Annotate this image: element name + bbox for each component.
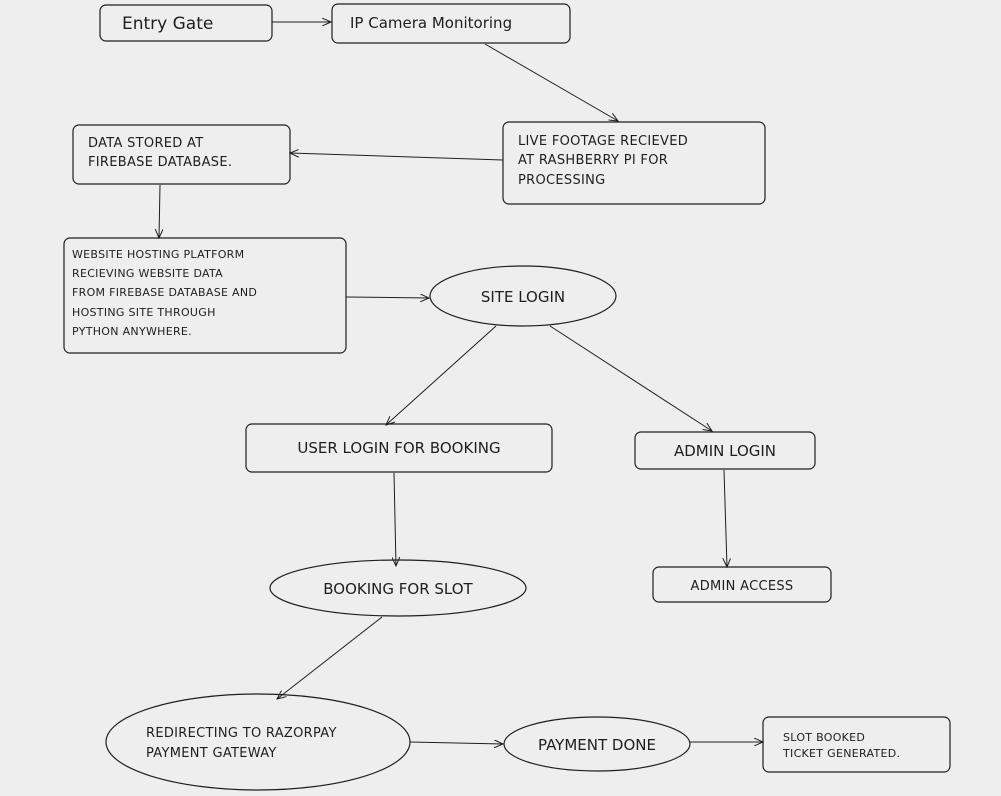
node-admin-access-label: ADMIN ACCESS [691, 579, 794, 594]
node-razorpay-line-1: REDIRECTING TO RAZORPAY [146, 726, 337, 741]
node-ip-camera: IP Camera Monitoring [331, 3, 571, 44]
node-data-stored: DATA STORED AT FIREBASE DATABASE. [72, 124, 291, 185]
node-website-hosting-line-5: PYTHON ANYWHERE. [72, 325, 192, 338]
node-payment-done: PAYMENT DONE [503, 716, 691, 772]
node-booking-slot-label: BOOKING FOR SLOT [323, 580, 473, 598]
node-entry-gate-label: Entry Gate [122, 14, 213, 34]
node-website-hosting-line-1: WEBSITE HOSTING PLATFORM [72, 248, 244, 261]
node-live-footage-line-2: AT RASHBERRY PI FOR [518, 153, 668, 168]
node-slot-booked: SLOT BOOKED TICKET GENERATED. [762, 716, 951, 773]
node-site-login-label: SITE LOGIN [481, 288, 565, 306]
edge-razorpay-to-paymentdone [409, 742, 503, 744]
node-slot-booked-line-2: TICKET GENERATED. [782, 747, 900, 760]
node-user-login: USER LOGIN FOR BOOKING [245, 423, 553, 473]
node-ip-camera-label: IP Camera Monitoring [350, 14, 512, 32]
edge-userlogin-to-booking [394, 472, 396, 566]
node-payment-done-label: PAYMENT DONE [538, 736, 656, 754]
node-user-login-label: USER LOGIN FOR BOOKING [297, 439, 500, 457]
node-slot-booked-line-1: SLOT BOOKED [783, 731, 865, 744]
node-site-login: SITE LOGIN [429, 265, 617, 327]
node-data-stored-line-2: FIREBASE DATABASE. [88, 155, 232, 170]
edges [159, 22, 763, 744]
node-website-hosting-line-3: FROM FIREBASE DATABASE AND [72, 286, 257, 299]
node-razorpay-line-2: PAYMENT GATEWAY [146, 746, 277, 761]
node-website-hosting-line-2: RECIEVING WEBSITE DATA [72, 267, 223, 280]
node-admin-login: ADMIN LOGIN [634, 431, 816, 470]
node-live-footage-line-1: LIVE FOOTAGE RECIEVED [518, 134, 688, 149]
edge-camera-to-footage [484, 43, 618, 121]
edge-datastore-to-hosting [159, 184, 160, 238]
node-website-hosting: WEBSITE HOSTING PLATFORM RECIEVING WEBSI… [63, 237, 347, 354]
node-razorpay: REDIRECTING TO RAZORPAY PAYMENT GATEWAY [105, 693, 411, 791]
edge-adminlogin-to-adminaccess [724, 469, 727, 567]
edge-hosting-to-sitelogin [345, 297, 429, 298]
node-live-footage: LIVE FOOTAGE RECIEVED AT RASHBERRY PI FO… [502, 121, 766, 205]
node-website-hosting-line-4: HOSTING SITE THROUGH [72, 306, 216, 319]
node-admin-login-label: ADMIN LOGIN [674, 442, 776, 460]
edge-booking-to-razorpay [277, 616, 383, 699]
node-admin-access: ADMIN ACCESS [652, 566, 832, 603]
edge-footage-to-datastore [290, 153, 504, 161]
node-entry-gate: Entry Gate [99, 4, 273, 42]
edge-sitelogin-to-adminlogin [549, 325, 712, 431]
node-live-footage-line-3: PROCESSING [518, 173, 606, 188]
node-data-stored-line-1: DATA STORED AT [88, 136, 203, 151]
node-booking-slot: BOOKING FOR SLOT [269, 559, 527, 617]
edge-sitelogin-to-userlogin [386, 325, 497, 425]
